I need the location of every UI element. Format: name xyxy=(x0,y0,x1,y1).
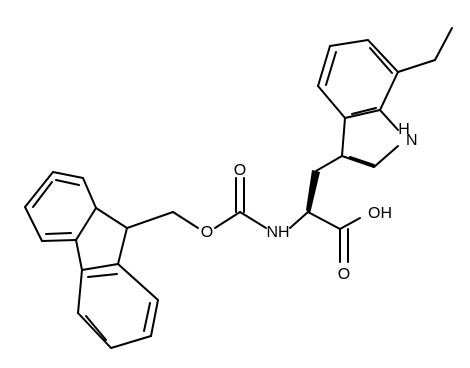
stereo-wedge-bond xyxy=(306,170,320,214)
acid-hydroxyl-label: OH xyxy=(368,205,392,222)
carbonyl-oxygen-label: O xyxy=(234,162,246,179)
indole-nitrogen-label: N xyxy=(406,132,418,149)
ester-oxygen-label: O xyxy=(201,224,213,241)
fluorene-right-ring xyxy=(77,263,159,349)
alpha-carbon-bonds xyxy=(306,170,361,263)
amide-nh-label: NH xyxy=(266,224,289,241)
ethyl-substituent xyxy=(397,27,453,73)
fluorene-five-membered-ring xyxy=(75,207,128,271)
carbamate-carbonyl xyxy=(235,177,267,229)
indole-benzene-ring xyxy=(317,39,399,119)
fluorene-left-ring xyxy=(24,171,97,242)
amide-alpha-bond xyxy=(289,211,309,229)
fmoc-linker-bonds xyxy=(126,211,241,229)
indole-pyrrole-ring xyxy=(315,109,399,172)
acid-oxygen-label: O xyxy=(338,266,350,283)
indole-nh-hydrogen-label: H xyxy=(398,121,410,138)
